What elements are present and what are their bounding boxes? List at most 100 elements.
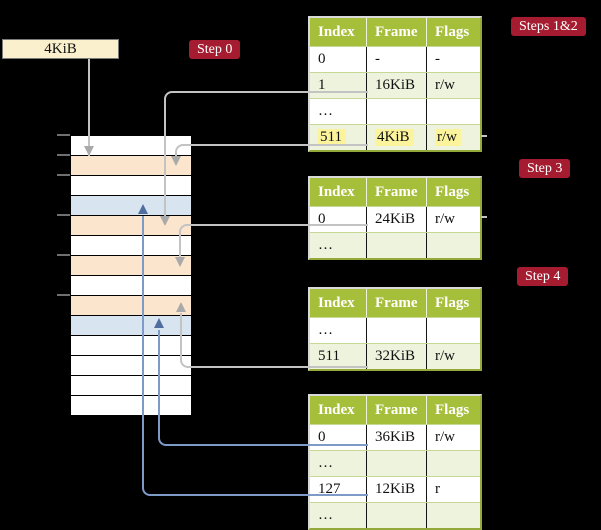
arrowhead-up-icon	[138, 204, 148, 214]
memory-row-white	[71, 276, 191, 296]
arrowhead-down-icon	[175, 257, 185, 267]
page-table-2: Index Frame Flags 0 24KiB r/w …	[308, 176, 482, 260]
table-cell: 1	[318, 77, 326, 93]
connector-4kib-box-to-memory	[88, 59, 90, 156]
table-row: 127 12KiB r	[310, 476, 480, 502]
col-header-flags: Flags	[426, 396, 480, 424]
connector-table4-entry0-to-memory	[158, 330, 368, 446]
step-3-badge: Step 3	[519, 159, 571, 178]
table-cell: 511	[310, 125, 366, 150]
memory-tick	[57, 134, 70, 136]
table-cell: …	[318, 322, 333, 338]
table-cell: …	[318, 237, 333, 253]
table-cell: 24KiB	[366, 207, 426, 232]
col-header-index: Index	[318, 294, 355, 311]
memory-row-white	[71, 356, 191, 376]
memory-row-white	[71, 396, 191, 416]
table-header-row: Index Frame Flags	[310, 289, 480, 317]
arrowhead-down-icon	[171, 156, 181, 166]
col-header-index: Index	[318, 23, 355, 40]
table-cell: r/w	[426, 207, 480, 232]
table-cell: …	[318, 507, 333, 523]
table-cell	[426, 318, 480, 343]
memory-tick	[57, 214, 70, 216]
memory-row-blue	[71, 196, 191, 216]
col-header-flags: Flags	[426, 289, 480, 317]
table-cell: r/w	[426, 125, 480, 150]
memory-row-white	[71, 136, 191, 156]
table-cell: 16KiB	[366, 73, 426, 98]
table-cell	[426, 503, 480, 528]
arrowhead-up-icon	[154, 318, 164, 328]
table-cell: -	[426, 47, 480, 72]
connector-table4-entry127-to-memory	[142, 216, 368, 496]
connector-table3-entry511-to-memory	[180, 313, 368, 368]
table-cell: r	[426, 477, 480, 502]
step-0-badge: Step 0	[189, 40, 241, 59]
page-table-4: Index Frame Flags 0 36KiB r/w … 127 12Ki…	[308, 394, 482, 530]
memory-row-peach	[71, 256, 191, 276]
table-cell: 511	[318, 348, 340, 364]
table-cell: 127	[318, 481, 341, 497]
table-cell	[426, 451, 480, 476]
col-header-index: Index	[318, 401, 355, 418]
page-table-3: Index Frame Flags … 511 32KiB r/w	[308, 287, 482, 371]
memory-tick	[57, 174, 70, 176]
col-header-frame: Frame	[366, 396, 426, 424]
table-cell	[426, 233, 480, 258]
memory-row-peach	[71, 296, 191, 316]
memory-row-peach	[71, 156, 191, 176]
table-row: 511 32KiB r/w	[310, 343, 480, 369]
col-header-flags: Flags	[426, 178, 480, 206]
connector-table1-entry1-to-memory	[164, 91, 368, 218]
table-row: 1 16KiB r/w	[310, 72, 480, 98]
col-header-flags: Flags	[426, 18, 480, 46]
arrowhead-down-icon	[84, 146, 94, 156]
memory-tick	[57, 254, 70, 256]
highlighted-value: r/w	[435, 129, 461, 146]
table-cell	[366, 99, 426, 124]
connector-table2-entry0-to-memory	[179, 224, 368, 259]
table-header-row: Index Frame Flags	[310, 178, 480, 206]
memory-row-white	[71, 376, 191, 396]
arrowhead-down-icon	[160, 216, 170, 226]
connector-stub	[481, 216, 487, 218]
table-cell	[366, 318, 426, 343]
table-cell: r/w	[426, 425, 480, 450]
table-cell	[366, 503, 426, 528]
table-cell: 0	[318, 51, 326, 67]
steps-1-2-badge: Steps 1&2	[511, 17, 586, 36]
memory-row-white	[71, 336, 191, 356]
table-header-row: Index Frame Flags	[310, 18, 480, 46]
table-cell: …	[318, 103, 333, 119]
connector-stub	[481, 135, 487, 137]
memory-tick	[57, 294, 70, 296]
table-row: …	[310, 502, 480, 528]
table-row: …	[310, 98, 480, 124]
table-row: …	[310, 232, 480, 258]
table-cell	[366, 233, 426, 258]
memory-tick	[57, 154, 70, 156]
table-row: …	[310, 317, 480, 343]
table-row: …	[310, 450, 480, 476]
table-cell: -	[366, 47, 426, 72]
memory-row-white	[71, 236, 191, 256]
table-cell: r/w	[426, 73, 480, 98]
table-row: 0 - -	[310, 46, 480, 72]
memory-row-white	[71, 176, 191, 196]
table-cell: 0	[318, 211, 326, 227]
table-header-row: Index Frame Flags	[310, 396, 480, 424]
table-cell	[426, 99, 480, 124]
table-row: 0 24KiB r/w	[310, 206, 480, 232]
table-cell: …	[318, 455, 333, 471]
col-header-frame: Frame	[366, 178, 426, 206]
memory-box-4kib: 4KiB	[2, 39, 119, 59]
col-header-frame: Frame	[366, 18, 426, 46]
table-cell: 12KiB	[366, 477, 426, 502]
page-table-1: Index Frame Flags 0 - - 1 16KiB r/w … 51…	[308, 16, 482, 152]
step-4-badge: Step 4	[517, 267, 569, 286]
table-cell: 36KiB	[366, 425, 426, 450]
table-cell: 4KiB	[366, 125, 426, 150]
col-header-frame: Frame	[366, 289, 426, 317]
